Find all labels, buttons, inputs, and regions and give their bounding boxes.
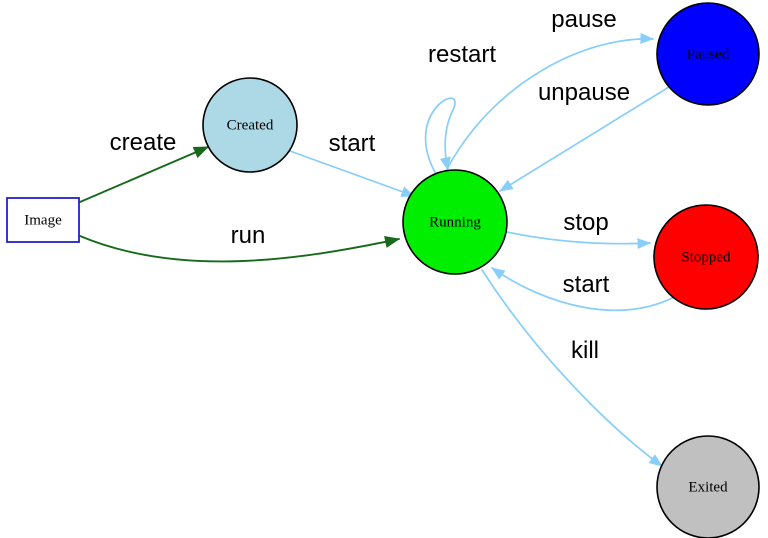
node-shape-stopped[interactable] (653, 204, 759, 310)
edge-stop[interactable] (506, 231, 652, 250)
edge-start-stopped[interactable] (491, 267, 677, 312)
edge-unpause[interactable] (499, 86, 670, 192)
edge-pause[interactable] (445, 33, 655, 172)
edge-label-run: run (231, 222, 266, 249)
edge-run[interactable] (79, 235, 401, 263)
node-created[interactable]: Created (202, 77, 298, 173)
edge-create[interactable] (79, 146, 210, 203)
node-shape-created[interactable] (202, 77, 298, 173)
edge-label-stop: stop (563, 209, 608, 236)
edge-start-created[interactable] (289, 150, 415, 197)
edge-labels-layer: create run start pause unpause restart stop sta… (110, 6, 630, 364)
edge-label-pause: pause (551, 6, 616, 33)
edge-label-unpause: unpause (538, 79, 630, 106)
edge-label-start-stopped: start (563, 271, 610, 298)
node-running[interactable]: Running (402, 169, 508, 275)
node-exited[interactable]: Exited (656, 435, 760, 538)
edges-layer (79, 33, 677, 467)
node-shape-exited[interactable] (656, 435, 760, 538)
edge-label-create: create (110, 129, 177, 156)
edge-restart[interactable] (424, 97, 456, 175)
node-shape-image[interactable] (6, 197, 80, 243)
edge-kill[interactable] (481, 269, 663, 467)
node-image[interactable]: Image (6, 197, 80, 243)
node-stopped[interactable]: Stopped (653, 204, 759, 310)
edge-label-start-created: start (329, 130, 376, 157)
node-shape-running[interactable] (402, 169, 508, 275)
node-paused[interactable]: Paused (656, 2, 760, 106)
edge-label-kill: kill (571, 337, 599, 364)
node-shape-paused[interactable] (656, 2, 760, 106)
edge-label-restart: restart (428, 41, 496, 68)
